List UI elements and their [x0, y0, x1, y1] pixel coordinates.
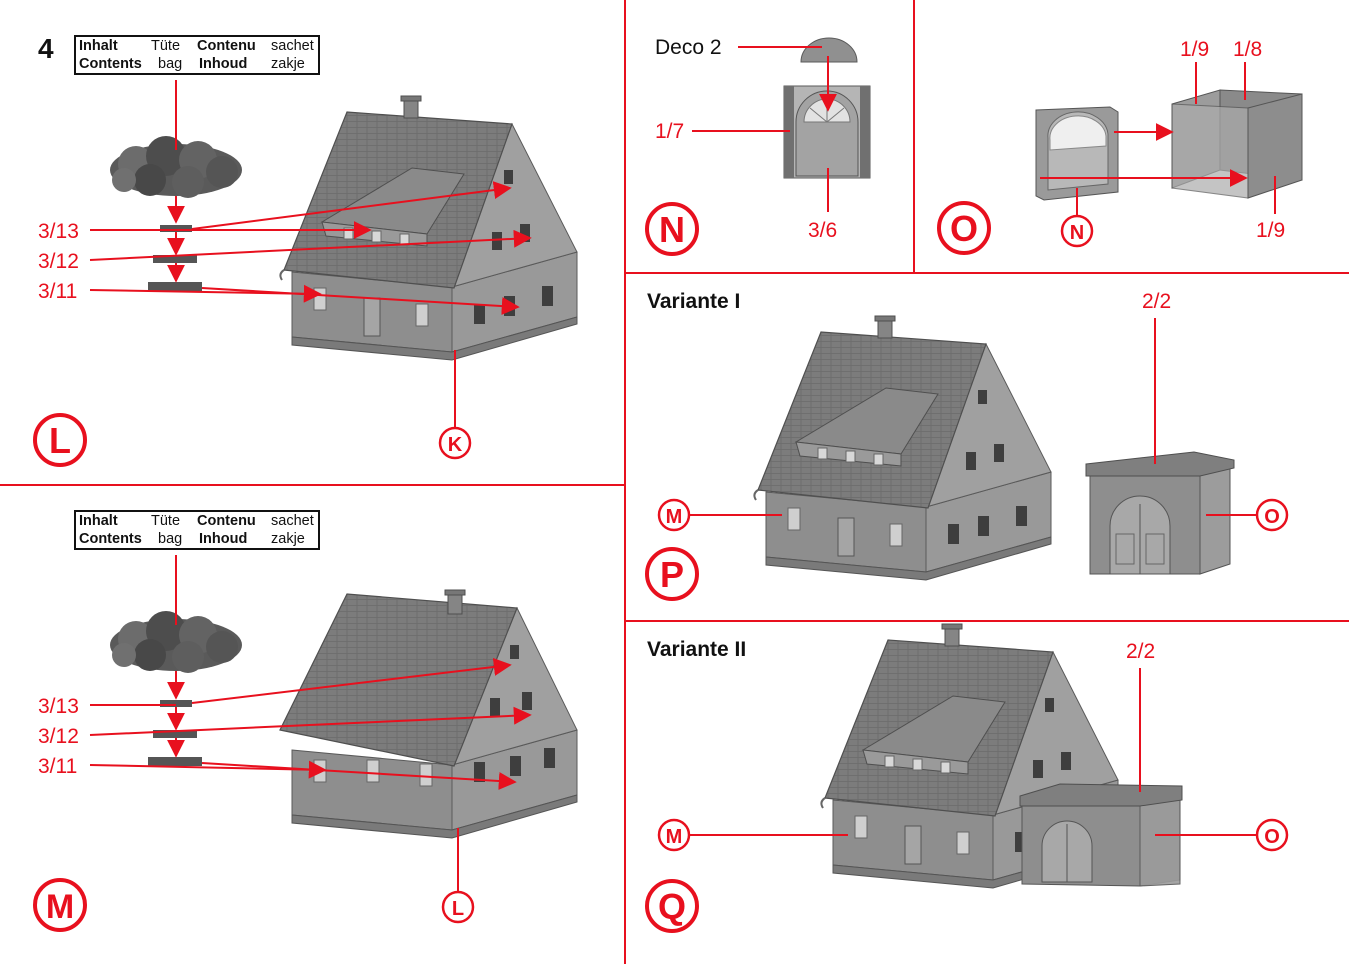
panel-badge-q-label: Q	[658, 886, 686, 927]
legend-tuete: Tüte	[151, 38, 180, 54]
panel-o: 1/9 1/8 1/9 O N	[939, 38, 1302, 253]
foliage-piece-large	[148, 757, 202, 766]
part-label-3-13: 3/13	[38, 220, 79, 243]
panel-badge-m-label: M	[46, 888, 74, 926]
part-label-3-12: 3/12	[38, 250, 79, 273]
legend-inhalt: Inhalt	[79, 513, 118, 529]
panel-n: Deco 2 1/7 3/6 N	[647, 36, 870, 254]
legend-inhalt: Inhalt	[79, 38, 118, 54]
part-label-1-9-top: 1/9	[1180, 38, 1209, 61]
panel-l: 3/13 3/12 3/11 L K	[35, 80, 577, 465]
garage-model-p	[1086, 452, 1234, 574]
variant-1-title: Variante I	[647, 290, 740, 313]
part-label-3-13: 3/13	[38, 695, 79, 718]
legend-bag: bag	[158, 531, 182, 547]
panel-badge-p-label: P	[660, 554, 684, 595]
callout-m-label: M	[666, 826, 683, 848]
callout-o-label: O	[1264, 506, 1280, 528]
legend-tuete: Tüte	[151, 513, 180, 529]
panel-badge-n-label: N	[659, 209, 685, 250]
part-label-3-11: 3/11	[38, 755, 77, 778]
part-label-2-2: 2/2	[1126, 640, 1155, 663]
part-label-1-7: 1/7	[655, 120, 684, 143]
legend-contents: Contents	[79, 56, 142, 72]
legend-contenu: Contenu	[197, 513, 256, 529]
callout-k-label: K	[448, 434, 463, 456]
contents-legend-bottom: Inhalt Tüte Contenu sachet Contents bag …	[74, 510, 320, 550]
deco-label: Deco 2	[655, 36, 722, 59]
part-label-1-8: 1/8	[1233, 38, 1262, 61]
foliage-piece-large	[148, 282, 202, 291]
legend-contents: Contents	[79, 531, 142, 547]
callout-l-label: L	[452, 898, 464, 920]
legend-bag: bag	[158, 56, 182, 72]
callout-n-label: N	[1070, 222, 1084, 244]
house-model-m	[280, 590, 577, 838]
part-label-1-9-bottom: 1/9	[1256, 219, 1285, 242]
variant-2-title: Variante II	[647, 638, 746, 661]
step-number: 4	[38, 33, 54, 64]
panel-m: 3/13 3/12 3/11 M L	[35, 555, 577, 930]
part-label-3-6: 3/6	[808, 219, 837, 242]
callout-m-label: M	[666, 506, 683, 528]
legend-inhoud: Inhoud	[199, 531, 247, 547]
legend-sachet: sachet	[271, 38, 314, 54]
legend-contenu: Contenu	[197, 38, 256, 54]
contents-legend-top: Inhalt Tüte Contenu sachet Contents bag …	[74, 35, 320, 75]
panel-badge-o-label: O	[950, 208, 978, 249]
panel-badge-l-label: L	[49, 420, 71, 461]
panel-q: Variante II 2/2 M O Q	[647, 624, 1287, 931]
part-label-3-11: 3/11	[38, 280, 77, 303]
part-label-2-2: 2/2	[1142, 290, 1171, 313]
legend-inhoud: Inhoud	[199, 56, 247, 72]
part-label-3-12: 3/12	[38, 725, 79, 748]
legend-sachet: sachet	[271, 513, 314, 529]
panel-p: Variante I 2/2 M O P	[647, 290, 1287, 599]
legend-zakje: zakje	[271, 531, 305, 547]
house-model-l	[280, 96, 577, 360]
house-model-p	[754, 316, 1051, 580]
legend-zakje: zakje	[271, 56, 305, 72]
callout-o-label: O	[1264, 826, 1280, 848]
